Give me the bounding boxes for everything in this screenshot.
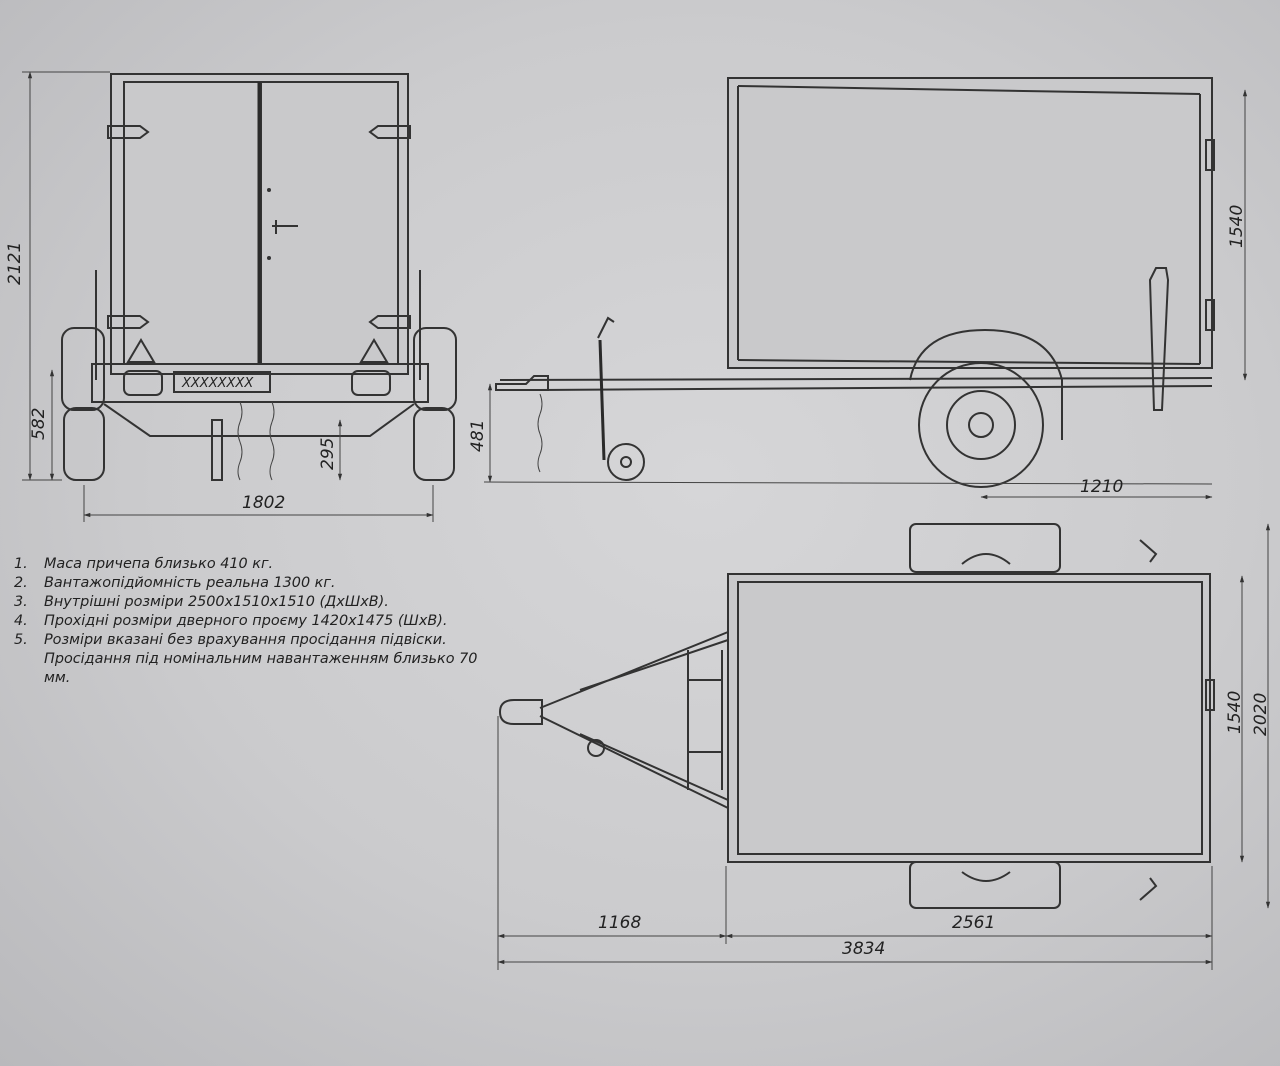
fender-vent-icon: [961, 553, 1011, 565]
side-hinge-icon: [1205, 299, 1215, 331]
notes-list: 1.Маса причепа близько 410 кг. 2.Вантажо…: [14, 555, 484, 688]
hinge-icon: [107, 125, 150, 139]
fender-vent-icon: [961, 871, 1011, 882]
note-item: 4.Прохідні розміри дверного проєму 1420х…: [14, 613, 448, 629]
license-plate: [173, 371, 271, 393]
rear-wheel-right-icon: [413, 407, 455, 481]
side-fender: [909, 328, 1063, 440]
side-wheel-icon: [918, 362, 1044, 488]
note-item: 3.Внутрішні розміри 2500х1510х1510 (ДхШх…: [14, 594, 389, 610]
top-body: [727, 573, 1211, 863]
dim-top-total-width: 2020: [1251, 693, 1271, 736]
reflector-icon: [126, 338, 156, 363]
note-item: 2.Вантажопідйомність реальна 1300 кг.: [14, 575, 336, 591]
top-fender-lower: [909, 861, 1061, 909]
hinge-icon: [368, 125, 411, 139]
jockey-wheel-icon: [607, 443, 645, 481]
support-wheel-icon: [211, 419, 223, 481]
top-a-frame: [539, 631, 729, 809]
top-support-leg-icon: [1139, 539, 1158, 563]
rear-fender-left: [61, 327, 105, 411]
safety-chain-icon: [269, 401, 275, 481]
rear-lamp-left-icon: [123, 370, 163, 396]
side-drawbar: [499, 377, 1213, 381]
side-hinge-icon: [1205, 139, 1215, 171]
top-support-leg-icon: [1139, 877, 1158, 901]
top-view: 1540 2020 1168 2561 3834: [497, 523, 1271, 970]
dim-top-drawbar-length: 1168: [598, 913, 641, 933]
rear-fender-right: [413, 327, 457, 411]
dim-rear-drawbar-height: 295: [318, 438, 338, 470]
rear-lamp-right-icon: [351, 370, 391, 396]
ground-line: [483, 481, 1213, 485]
reflector-icon: [359, 338, 389, 363]
rear-lamp-bar: [91, 363, 429, 403]
license-plate-text: XXXXXXXX: [181, 376, 254, 391]
top-hinge-icon: [1205, 679, 1215, 711]
jockey-crank-icon: [597, 316, 615, 339]
dim-side-axle-offset: 1210: [1080, 477, 1123, 497]
dim-side-body-height: 1540: [1227, 205, 1247, 248]
dim-top-total-length: 3834: [842, 939, 885, 959]
side-chain-icon: [537, 393, 543, 473]
dim-top-body-length: 2561: [952, 913, 995, 933]
top-coupling-icon: [498, 699, 543, 725]
hinge-icon: [368, 315, 411, 329]
door-handle-icon: [272, 220, 298, 234]
top-fender-upper: [909, 523, 1061, 573]
dim-top-body-width: 1540: [1225, 691, 1245, 734]
safety-chain-icon: [237, 401, 243, 481]
note-item: 1.Маса причепа близько 410 кг.: [14, 556, 274, 572]
rear-axle-frame: [103, 403, 415, 437]
coupling-head-icon: [495, 375, 549, 391]
dim-side-hitch-height: 481: [468, 420, 488, 452]
rear-support-leg-icon: [1148, 267, 1170, 411]
rear-view: XXXXXXXX 2121 582 295 1802: [5, 71, 457, 522]
dim-rear-frame-height: 582: [29, 408, 49, 440]
dim-rear-height: 2121: [5, 242, 25, 285]
jockey-post: [598, 339, 606, 461]
note-item: 5.Розміри вказані без врахування просіда…: [14, 632, 478, 686]
dim-rear-width: 1802: [242, 493, 285, 513]
rear-wheel-left-icon: [63, 407, 105, 481]
side-body: [727, 77, 1213, 369]
top-jockey-icon: [587, 739, 605, 757]
hinge-icon: [107, 315, 150, 329]
top-crossmembers: [687, 650, 723, 790]
side-view: 1540 481 1210: [468, 77, 1248, 500]
